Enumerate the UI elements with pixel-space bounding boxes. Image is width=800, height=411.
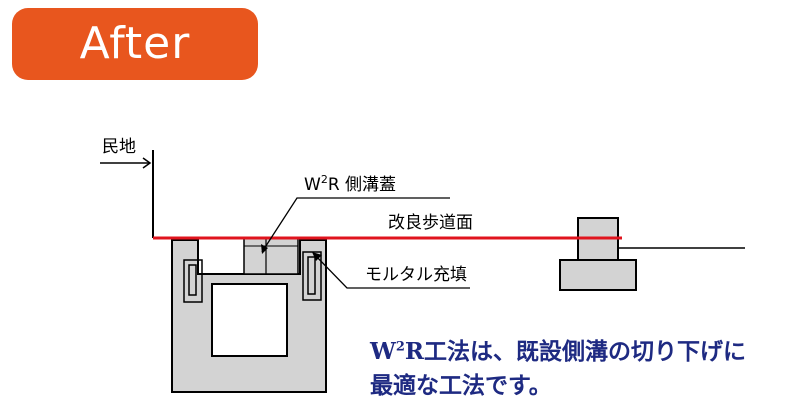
right-anchor-pin bbox=[307, 256, 316, 295]
ditch-opening bbox=[211, 283, 288, 357]
private-land-arrowhead bbox=[142, 157, 152, 169]
caption-line-1: W2R工法は、既設側溝の切り下げに bbox=[370, 338, 747, 365]
mortar-fill-label: モルタル充填 bbox=[365, 265, 467, 285]
left-anchor-slot bbox=[183, 259, 203, 303]
left-anchor-pin bbox=[188, 264, 197, 296]
caption-line-2: 最適な工法です。 bbox=[370, 372, 552, 399]
private-land-label: 民地 bbox=[102, 137, 136, 157]
curb-stone-base bbox=[559, 259, 637, 291]
w2r-cover bbox=[243, 237, 299, 275]
w2r-cover-step bbox=[243, 238, 298, 247]
mortar-leader-line bbox=[313, 253, 470, 289]
cover-leader-arrowhead bbox=[261, 244, 268, 254]
w2r-cover-label: W2R 側溝蓋 bbox=[304, 173, 396, 195]
cover-leader-line bbox=[261, 197, 450, 253]
mortar-leader-arrowhead bbox=[312, 252, 322, 261]
road-surface-label: 改良歩道面 bbox=[388, 213, 473, 233]
after-badge: After bbox=[12, 8, 258, 80]
